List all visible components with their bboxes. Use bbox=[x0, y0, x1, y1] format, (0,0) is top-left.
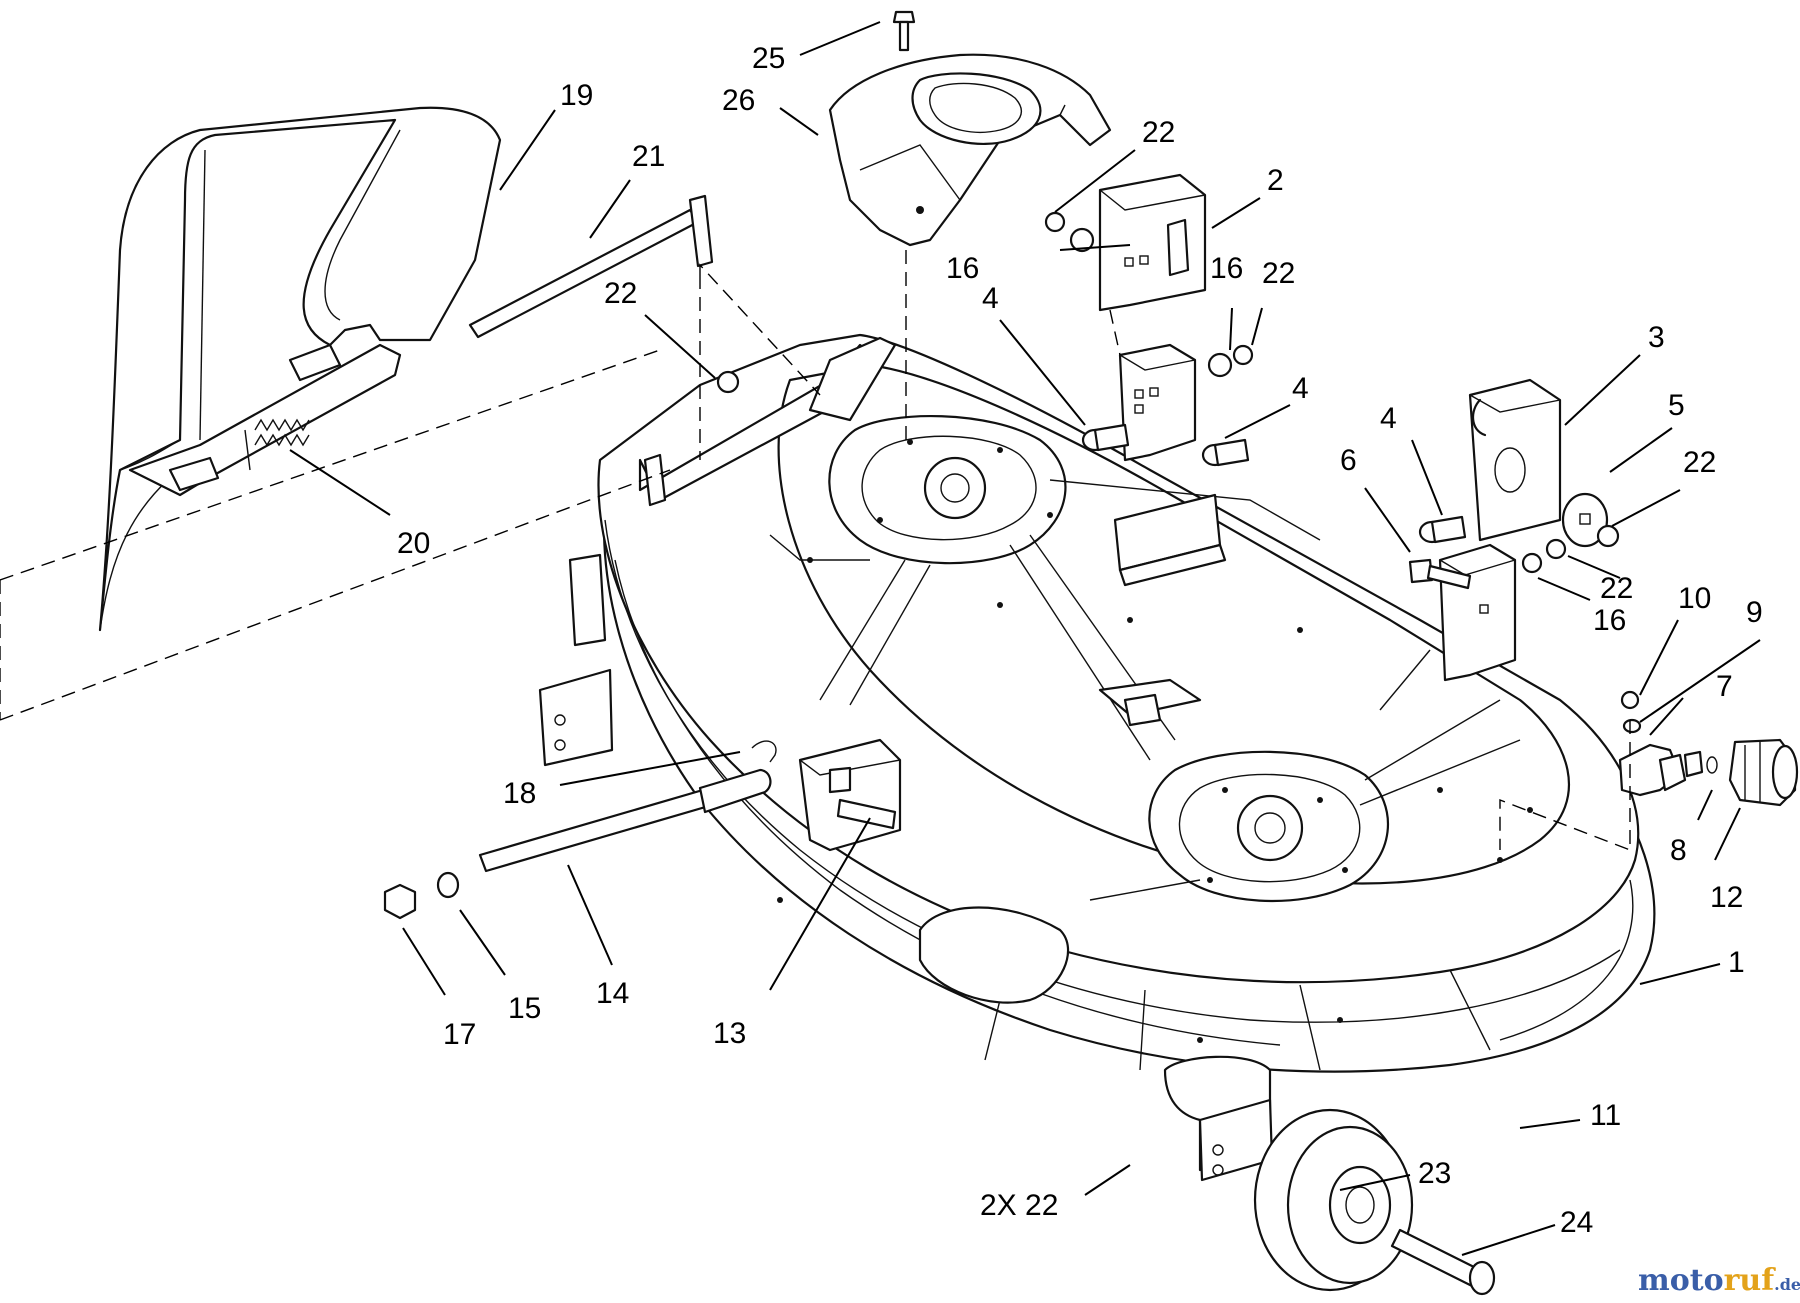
watermark-suffix: .de bbox=[1774, 1275, 1800, 1294]
callout-22-d: 22 bbox=[1683, 446, 1716, 479]
wheel-bracket bbox=[1163, 1055, 1274, 1182]
wheel-bolt bbox=[1390, 1228, 1496, 1296]
adjuster-assembly bbox=[1618, 690, 1799, 807]
callout-4-a: 4 bbox=[982, 282, 999, 315]
callout-12: 12 bbox=[1710, 881, 1743, 914]
callout-16-c: 16 bbox=[1593, 604, 1626, 637]
watermark: motoruf.de bbox=[1638, 1263, 1800, 1298]
discharge-chute bbox=[98, 106, 502, 632]
callout-3: 3 bbox=[1648, 321, 1665, 354]
svg-text:motoruf.de: motoruf.de bbox=[1638, 1263, 1800, 1298]
callout-9: 9 bbox=[1746, 596, 1763, 629]
bracket-3-lower bbox=[1438, 543, 1517, 682]
callout-21: 21 bbox=[632, 140, 665, 173]
callout-5: 5 bbox=[1668, 389, 1685, 422]
callout-22-c: 22 bbox=[1262, 257, 1295, 290]
callout-8: 8 bbox=[1670, 834, 1687, 867]
callout-18: 18 bbox=[503, 777, 536, 810]
callout-leaders bbox=[289, 21, 1761, 1256]
callout-labels: 1 2 3 4 4 4 5 6 7 8 9 10 11 12 13 14 15 … bbox=[397, 42, 1763, 1239]
callout-22-b: 22 bbox=[1142, 116, 1175, 149]
callout-4-b: 4 bbox=[1292, 372, 1309, 405]
callout-7: 7 bbox=[1716, 670, 1733, 703]
chute-spring bbox=[244, 418, 310, 471]
callout-6: 6 bbox=[1340, 444, 1357, 477]
cover-bolt bbox=[892, 10, 916, 52]
callout-10: 10 bbox=[1678, 582, 1711, 615]
callout-2: 2 bbox=[1267, 164, 1284, 197]
bracket-2 bbox=[1098, 173, 1207, 312]
callout-25: 25 bbox=[752, 42, 785, 75]
alignment-lines bbox=[0, 250, 1631, 852]
callout-2x-22: 2X 22 bbox=[980, 1189, 1058, 1222]
callout-13: 13 bbox=[713, 1017, 746, 1050]
callout-17: 17 bbox=[443, 1018, 476, 1051]
callout-26: 26 bbox=[722, 84, 755, 117]
watermark-brand-a: moto bbox=[1638, 1263, 1724, 1298]
callout-24: 24 bbox=[1560, 1206, 1593, 1239]
callout-23: 23 bbox=[1418, 1157, 1451, 1190]
bracket-hardware bbox=[716, 211, 1620, 590]
callout-15: 15 bbox=[508, 992, 541, 1025]
chute-rod bbox=[468, 194, 714, 339]
callout-22-e: 22 bbox=[1600, 572, 1633, 605]
callout-14: 14 bbox=[596, 977, 629, 1010]
bracket-3 bbox=[1468, 378, 1562, 542]
callout-19: 19 bbox=[560, 79, 593, 112]
gauge-wheel bbox=[1253, 1108, 1414, 1292]
callout-22-a: 22 bbox=[604, 277, 637, 310]
callout-20: 20 bbox=[397, 527, 430, 560]
callout-1: 1 bbox=[1728, 946, 1745, 979]
callout-11: 11 bbox=[1590, 1099, 1621, 1132]
lift-link bbox=[383, 738, 902, 920]
watermark-brand-b: ruf bbox=[1724, 1263, 1777, 1298]
bracket-2-lower bbox=[1118, 343, 1197, 462]
callout-16-b: 16 bbox=[1210, 252, 1243, 285]
spindle-cover bbox=[828, 53, 1112, 247]
callout-4-c: 4 bbox=[1380, 402, 1397, 435]
callout-16-a: 16 bbox=[946, 252, 979, 285]
